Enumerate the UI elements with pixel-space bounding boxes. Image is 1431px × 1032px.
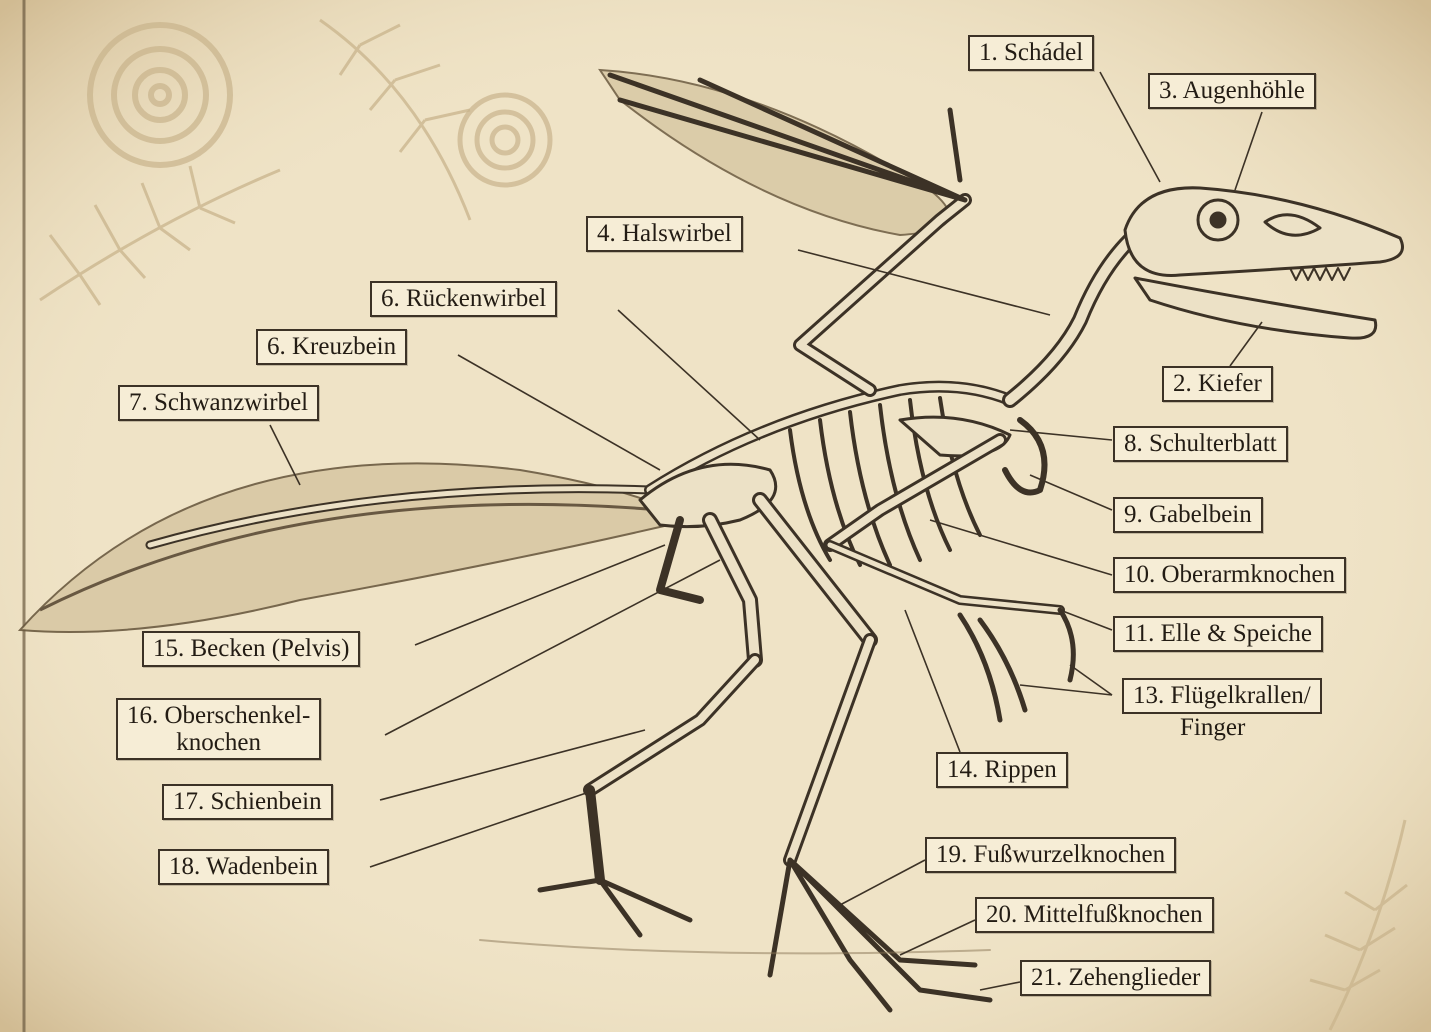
label-schienbein: 17. Schienbein (162, 784, 333, 820)
label-schaedel: 1. Schádel (968, 35, 1094, 71)
label-fluegelkrallen-line2: Finger (1122, 714, 1322, 742)
label-wadenbein: 18. Wadenbein (158, 849, 329, 885)
label-elle-speiche: 11. Elle & Speiche (1113, 616, 1323, 652)
label-oberschenkel-line1: 16. Oberschenkel- (127, 702, 310, 729)
label-halswirbel: 4. Halswirbel (586, 216, 743, 252)
label-fluegelkrallen-line1: 13. Flügelkrallen/ (1122, 678, 1322, 714)
label-gabelbein: 9. Gabelbein (1113, 497, 1263, 533)
label-oberschenkel-line2: knochen (176, 729, 261, 756)
label-rippen: 14. Rippen (936, 752, 1068, 788)
label-fusswurzel: 19. Fußwurzelknochen (925, 837, 1176, 873)
label-mittelfuss: 20. Mittelfußknochen (975, 897, 1214, 933)
label-becken: 15. Becken (Pelvis) (142, 631, 360, 667)
label-oberarmknochen: 10. Oberarmknochen (1113, 557, 1346, 593)
label-kiefer: 2. Kiefer (1162, 366, 1273, 402)
label-kreuzbein: 6. Kreuzbein (256, 329, 407, 365)
label-oberschenkel: 16. Oberschenkel- knochen (116, 698, 321, 760)
label-augenhoehle: 3. Augenhöhle (1148, 73, 1316, 109)
label-schwanzwirbel: 7. Schwanzwirbel (118, 385, 319, 421)
label-rueckenwirbel: 6. Rückenwirbel (370, 281, 557, 317)
label-zehenglieder: 21. Zehenglieder (1020, 960, 1211, 996)
label-schulterblatt: 8. Schulterblatt (1113, 426, 1288, 462)
label-fluegelkrallen: 13. Flügelkrallen/ Finger (1113, 676, 1331, 744)
